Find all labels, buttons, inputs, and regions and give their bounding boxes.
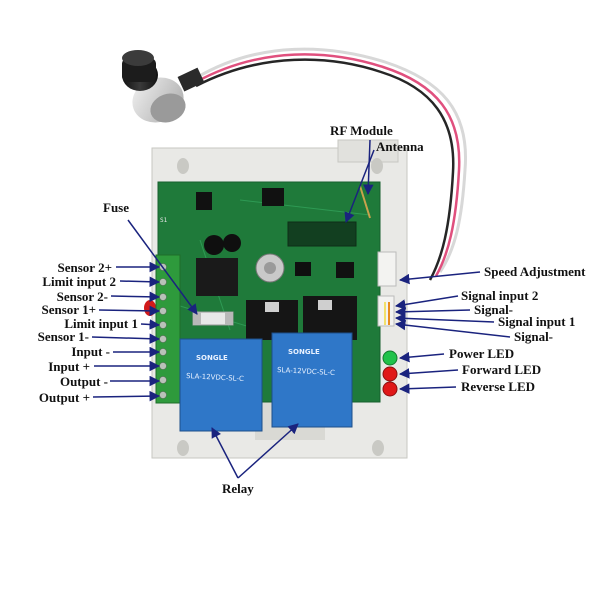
label-output-minus: Output -: [59, 374, 108, 389]
relay-brand-left: SONGLE: [196, 354, 228, 362]
forward-led: [382, 366, 398, 382]
arrow-fuse: [127, 219, 198, 315]
arrow-power-led: [398, 351, 445, 363]
arrow-antenna: [344, 149, 375, 223]
terminal-block: [155, 254, 181, 404]
label-signal-minus-upper: Signal-: [474, 302, 514, 317]
svg-text:S1: S1: [160, 217, 168, 224]
label-limit-input-2: Limit input 2: [42, 274, 116, 289]
relay-left: SONGLE SLA-12VDC-SL-C: [179, 338, 263, 432]
arrow-output-plus: [92, 390, 161, 402]
arrow-relay-right: [237, 423, 299, 479]
arrow-signal-input-2: [394, 295, 459, 310]
speed-potentiometer: [122, 47, 468, 281]
arrow-sensor-1-minus: [91, 333, 161, 344]
label-input-plus: Input +: [48, 359, 90, 374]
arrow-signal-minus-lower: [394, 319, 511, 338]
power-led: [382, 350, 398, 366]
relay-model-left: SLA-12VDC-SL-C: [186, 372, 244, 383]
reverse-led: [382, 381, 398, 397]
label-speed-adjustment: Speed Adjustment: [484, 264, 586, 279]
label-limit-input-1: Limit input 1: [64, 316, 138, 331]
label-sensor-2-minus: Sensor 2-: [56, 289, 108, 304]
label-signal-input-1: Signal input 1: [498, 314, 576, 329]
arrow-limit-input-1: [140, 319, 161, 330]
label-input-minus: Input -: [71, 344, 110, 359]
label-reverse-led: Reverse LED: [461, 379, 536, 394]
label-signal-minus-lower: Signal-: [514, 329, 554, 344]
label-antenna: Antenna: [376, 139, 424, 154]
relay-brand-right: SONGLE: [288, 348, 320, 356]
label-relay: Relay: [222, 481, 254, 496]
label-forward-led: Forward LED: [462, 362, 542, 377]
arrow-signal-minus-upper: [394, 306, 471, 317]
arrow-limit-input-2: [119, 276, 161, 288]
callout-arrows: [91, 139, 511, 479]
label-signal-input-2: Signal input 2: [461, 288, 539, 303]
arrow-signal-input-1: [394, 313, 495, 324]
relay-model-right: SLA-12VDC-SL-C: [277, 366, 335, 377]
relay-right: SONGLE SLA-12VDC-SL-C: [271, 332, 353, 428]
arrow-forward-led: [398, 368, 459, 379]
arrow-sensor-2-minus: [110, 291, 161, 303]
arrow-relay-left: [211, 427, 239, 479]
label-sensor-2-plus: Sensor 2+: [57, 260, 112, 275]
label-output-plus: Output +: [38, 390, 90, 405]
arrow-reverse-led: [398, 383, 457, 394]
arrow-rf-module: [363, 139, 374, 196]
label-rf-module: RF Module: [330, 123, 393, 138]
arrow-speed-adjustment: [398, 271, 481, 285]
arrow-sensor-1-plus: [98, 305, 161, 317]
label-sensor-1-plus: Sensor 1+: [41, 302, 96, 317]
label-fuse: Fuse: [103, 200, 129, 215]
label-sensor-1-minus: Sensor 1-: [37, 329, 89, 344]
label-power-led: Power LED: [449, 346, 515, 361]
signal-connector: [377, 251, 397, 327]
